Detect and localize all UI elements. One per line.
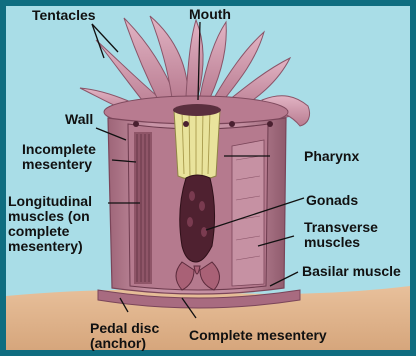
label-pharynx: Pharynx — [304, 149, 359, 164]
label-pedal-disc: Pedal disc (anchor) — [90, 321, 159, 351]
label-gonads: Gonads — [306, 193, 358, 208]
mouth-opening — [173, 104, 221, 116]
label-wall: Wall — [65, 112, 93, 127]
label-complete-mesentery: Complete mesentery — [189, 328, 327, 343]
label-basilar-muscle: Basilar muscle — [302, 264, 401, 279]
pharynx-shape — [174, 107, 220, 180]
label-longitudinal-muscles: Longitudinal muscles (on complete mesent… — [8, 194, 92, 254]
gonads-shape — [180, 175, 215, 262]
label-mouth: Mouth — [189, 7, 231, 22]
label-incomplete-mesentery: Incomplete mesentery — [22, 142, 96, 172]
label-transverse-muscles: Transverse muscles — [304, 220, 378, 250]
label-tentacles: Tentacles — [32, 8, 96, 23]
